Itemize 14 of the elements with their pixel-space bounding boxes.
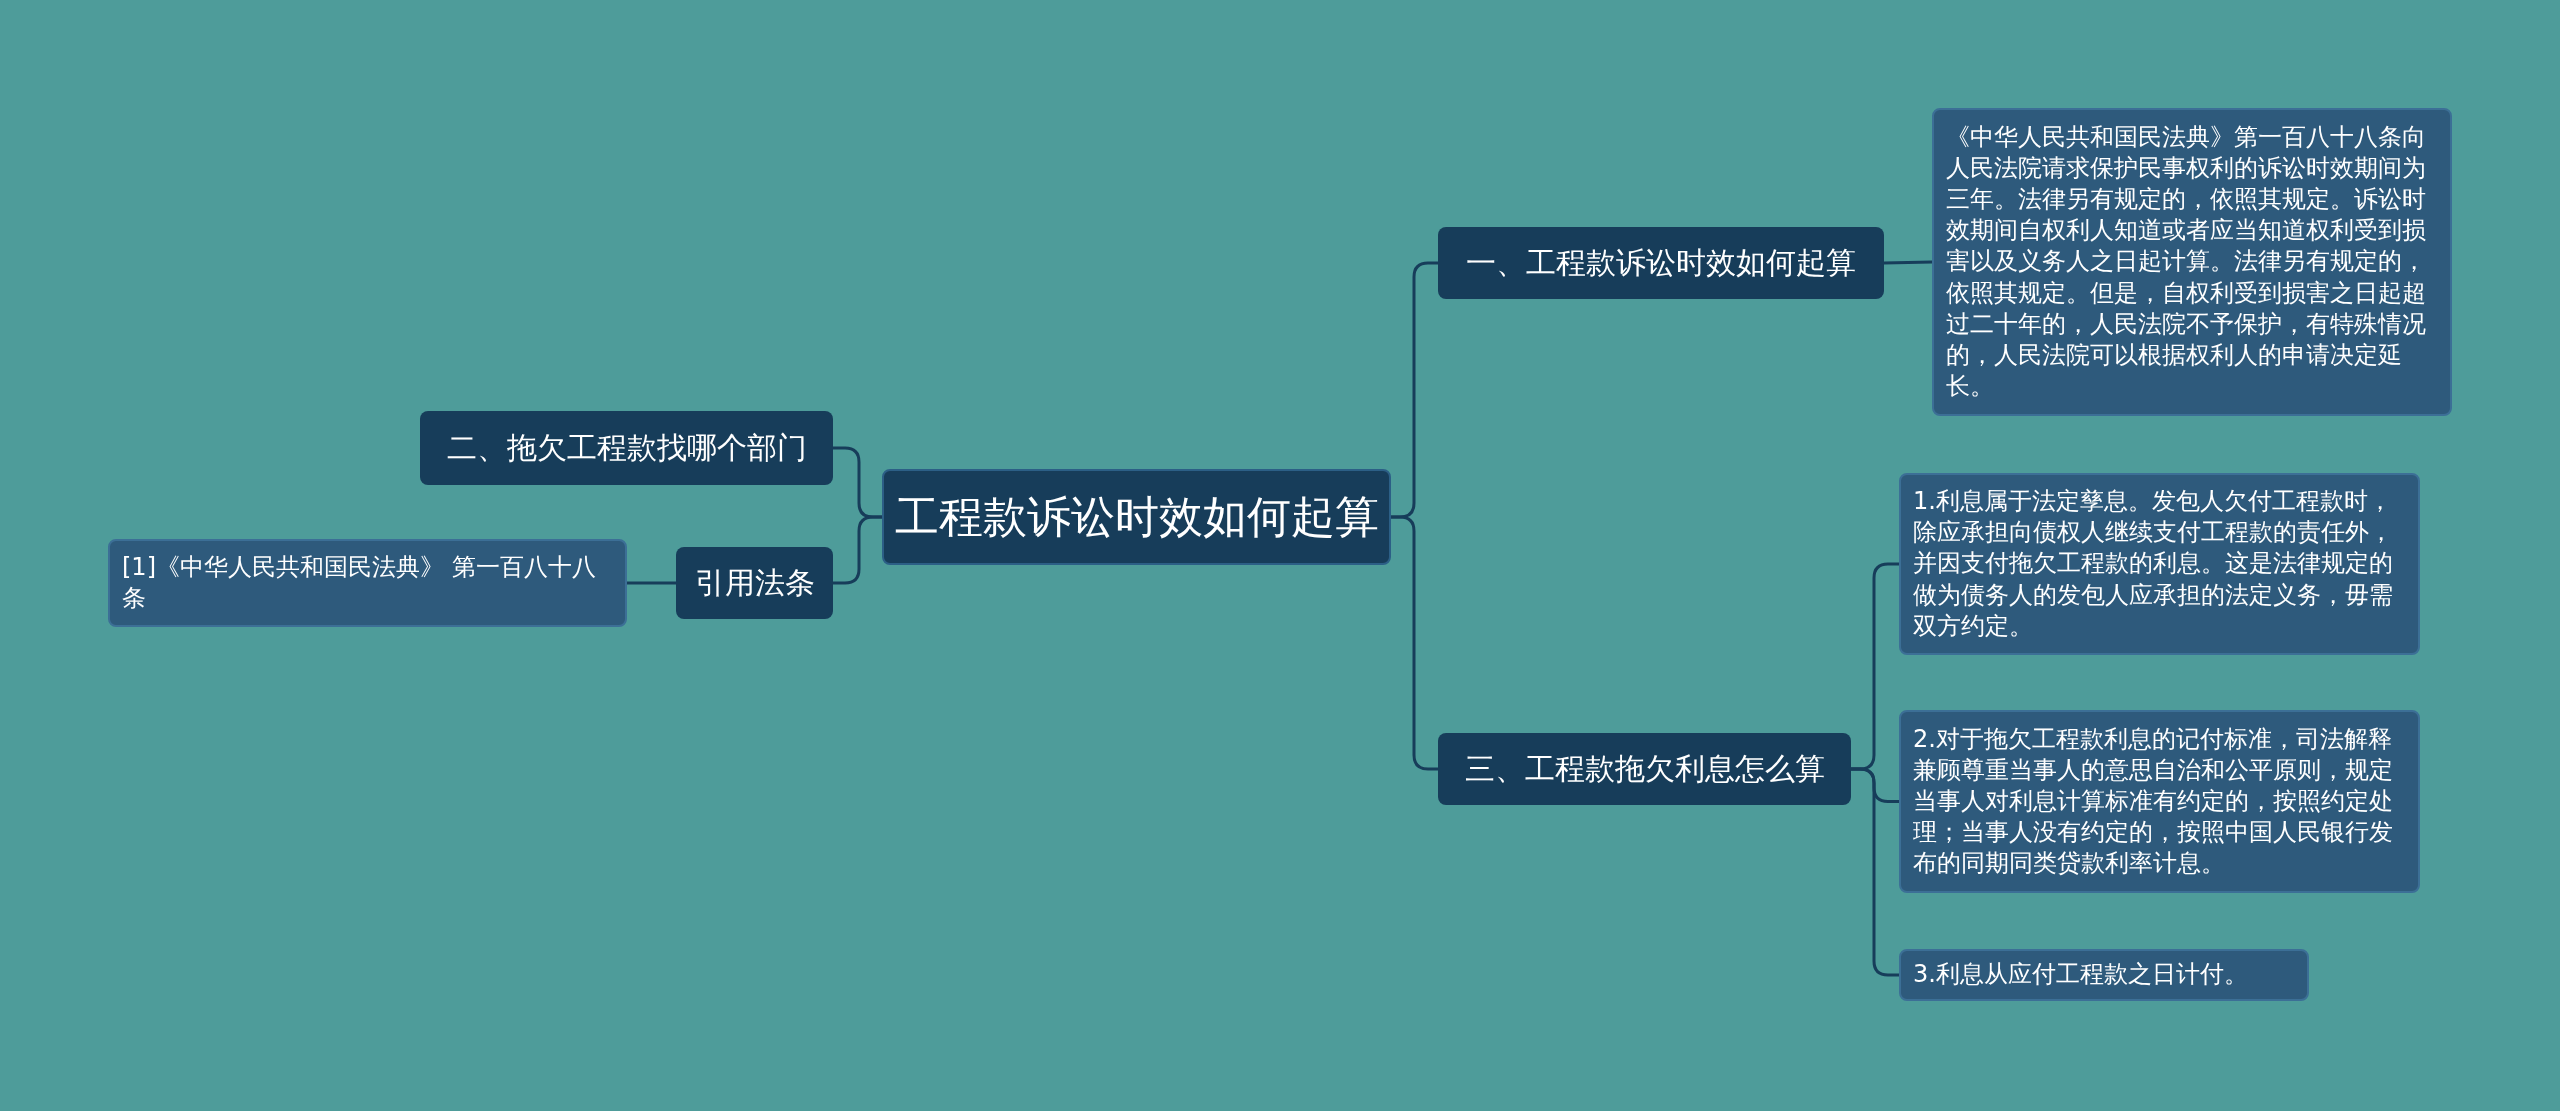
connector-line	[1883, 260, 1933, 265]
topic-box: 一、工程款诉讼时效如何起算	[1438, 227, 1884, 299]
topic-box: 三、工程款拖欠利息怎么算	[1438, 733, 1851, 805]
topic-box: 二、拖欠工程款找哪个部门	[420, 411, 833, 485]
note-box: [1]《中华人民共和国民法典》 第一百八十八条	[108, 539, 627, 627]
connector-line	[627, 581, 676, 585]
connector-line	[1851, 767, 1899, 977]
topic-box: 引用法条	[676, 547, 833, 619]
note-box: 2.对于拖欠工程款利息的记付标准，司法解释兼顾尊重当事人的意思自治和公平原则，规定当事人对利息计算标准有约定的，按照约定处理；当事人没有约定的，按照中国人民银行发布的同期同类贷款利率计息。	[1899, 710, 2420, 893]
connector-line	[1391, 515, 1438, 771]
note-box: 1.利息属于法定孳息。发包人欠付工程款时，除应承担向债权人继续支付工程款的责任外，并因支付拖欠工程款的利息。这是法律规定的做为债务人的发包人应承担的法定义务，毋需双方约定。	[1899, 473, 2420, 655]
note-box: 《中华人民共和国民法典》第一百八十八条向人民法院请求保护民事权利的诉讼时效期间为三年。法律另有规定的，依照其规定。诉讼时效期间自权利人知道或者应当知道权利受到损害以及义务人之日起计算。法律另有规定的，依照其规定。但是，自权利受到损害之日起超过二十年的，人民法院不予保护，有特殊情况的，人民法院可以根据权利人的申请决定延长。	[1932, 108, 2452, 416]
note-box: 3.利息从应付工程款之日计付。	[1899, 949, 2309, 1001]
central-topic-box: 工程款诉讼时效如何起算	[882, 469, 1391, 565]
